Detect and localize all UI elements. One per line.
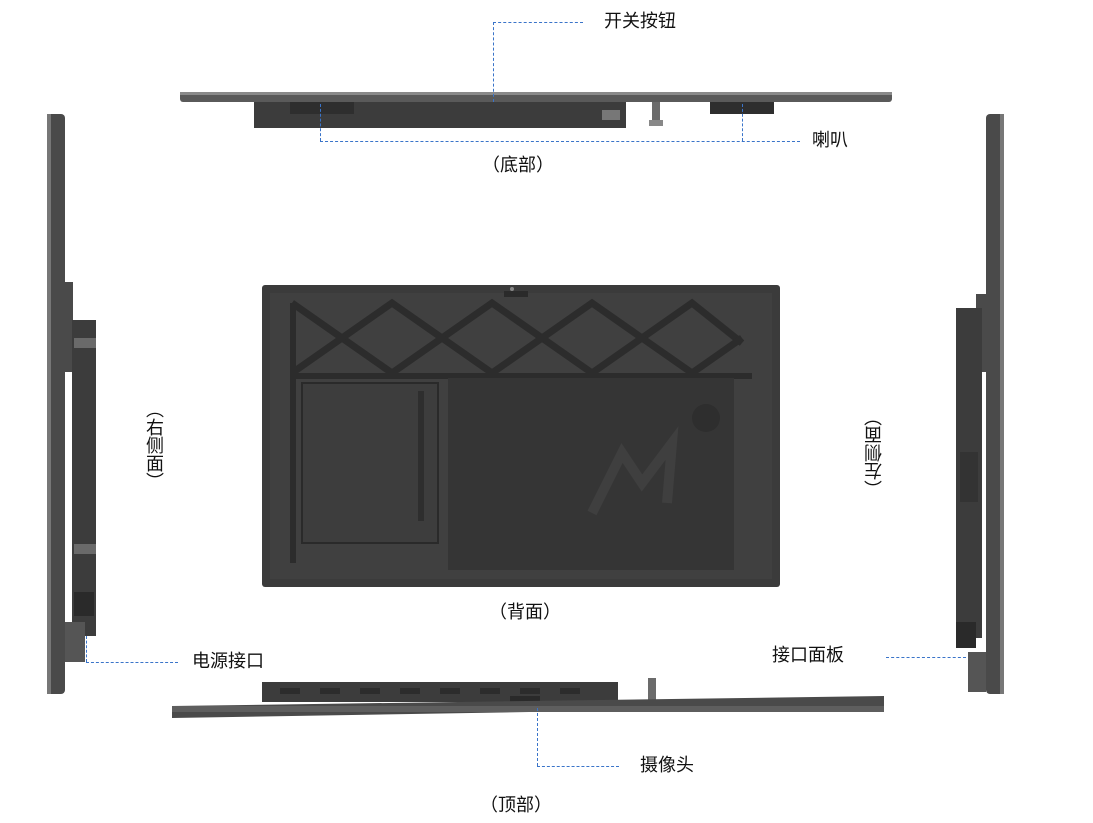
top-view-label: （顶部）	[480, 795, 552, 816]
interface-panel-label: 接口面板	[772, 645, 844, 666]
power-button-label: 开关按钮	[604, 11, 676, 32]
back-view-label: （背面）	[489, 602, 561, 623]
power-port-label: 电源接口	[192, 651, 264, 672]
speaker-leader-v-right	[742, 104, 743, 141]
right-side-label: （右侧面）	[143, 400, 164, 490]
camera-leader-h	[537, 766, 619, 767]
bottom-view-image	[180, 92, 892, 128]
back-view-image	[262, 285, 780, 587]
camera-label: 摄像头	[640, 755, 694, 776]
right-side-view-image	[47, 114, 96, 694]
left-side-view-image	[956, 114, 1004, 694]
power-port-leader-h	[86, 662, 178, 663]
power-button-leader-h	[493, 22, 583, 23]
left-side-label: （左侧面）	[864, 408, 885, 498]
speaker-label: 喇叭	[812, 130, 848, 151]
top-view-image	[172, 678, 884, 718]
speaker-leader-v-left	[320, 104, 321, 141]
power-port-leader-v	[86, 636, 87, 662]
power-button-leader-v	[493, 22, 494, 102]
bottom-view-label: （底部）	[482, 155, 554, 176]
interface-panel-leader-h	[886, 657, 966, 658]
speaker-leader-h	[320, 141, 800, 142]
camera-leader-v	[537, 708, 538, 766]
